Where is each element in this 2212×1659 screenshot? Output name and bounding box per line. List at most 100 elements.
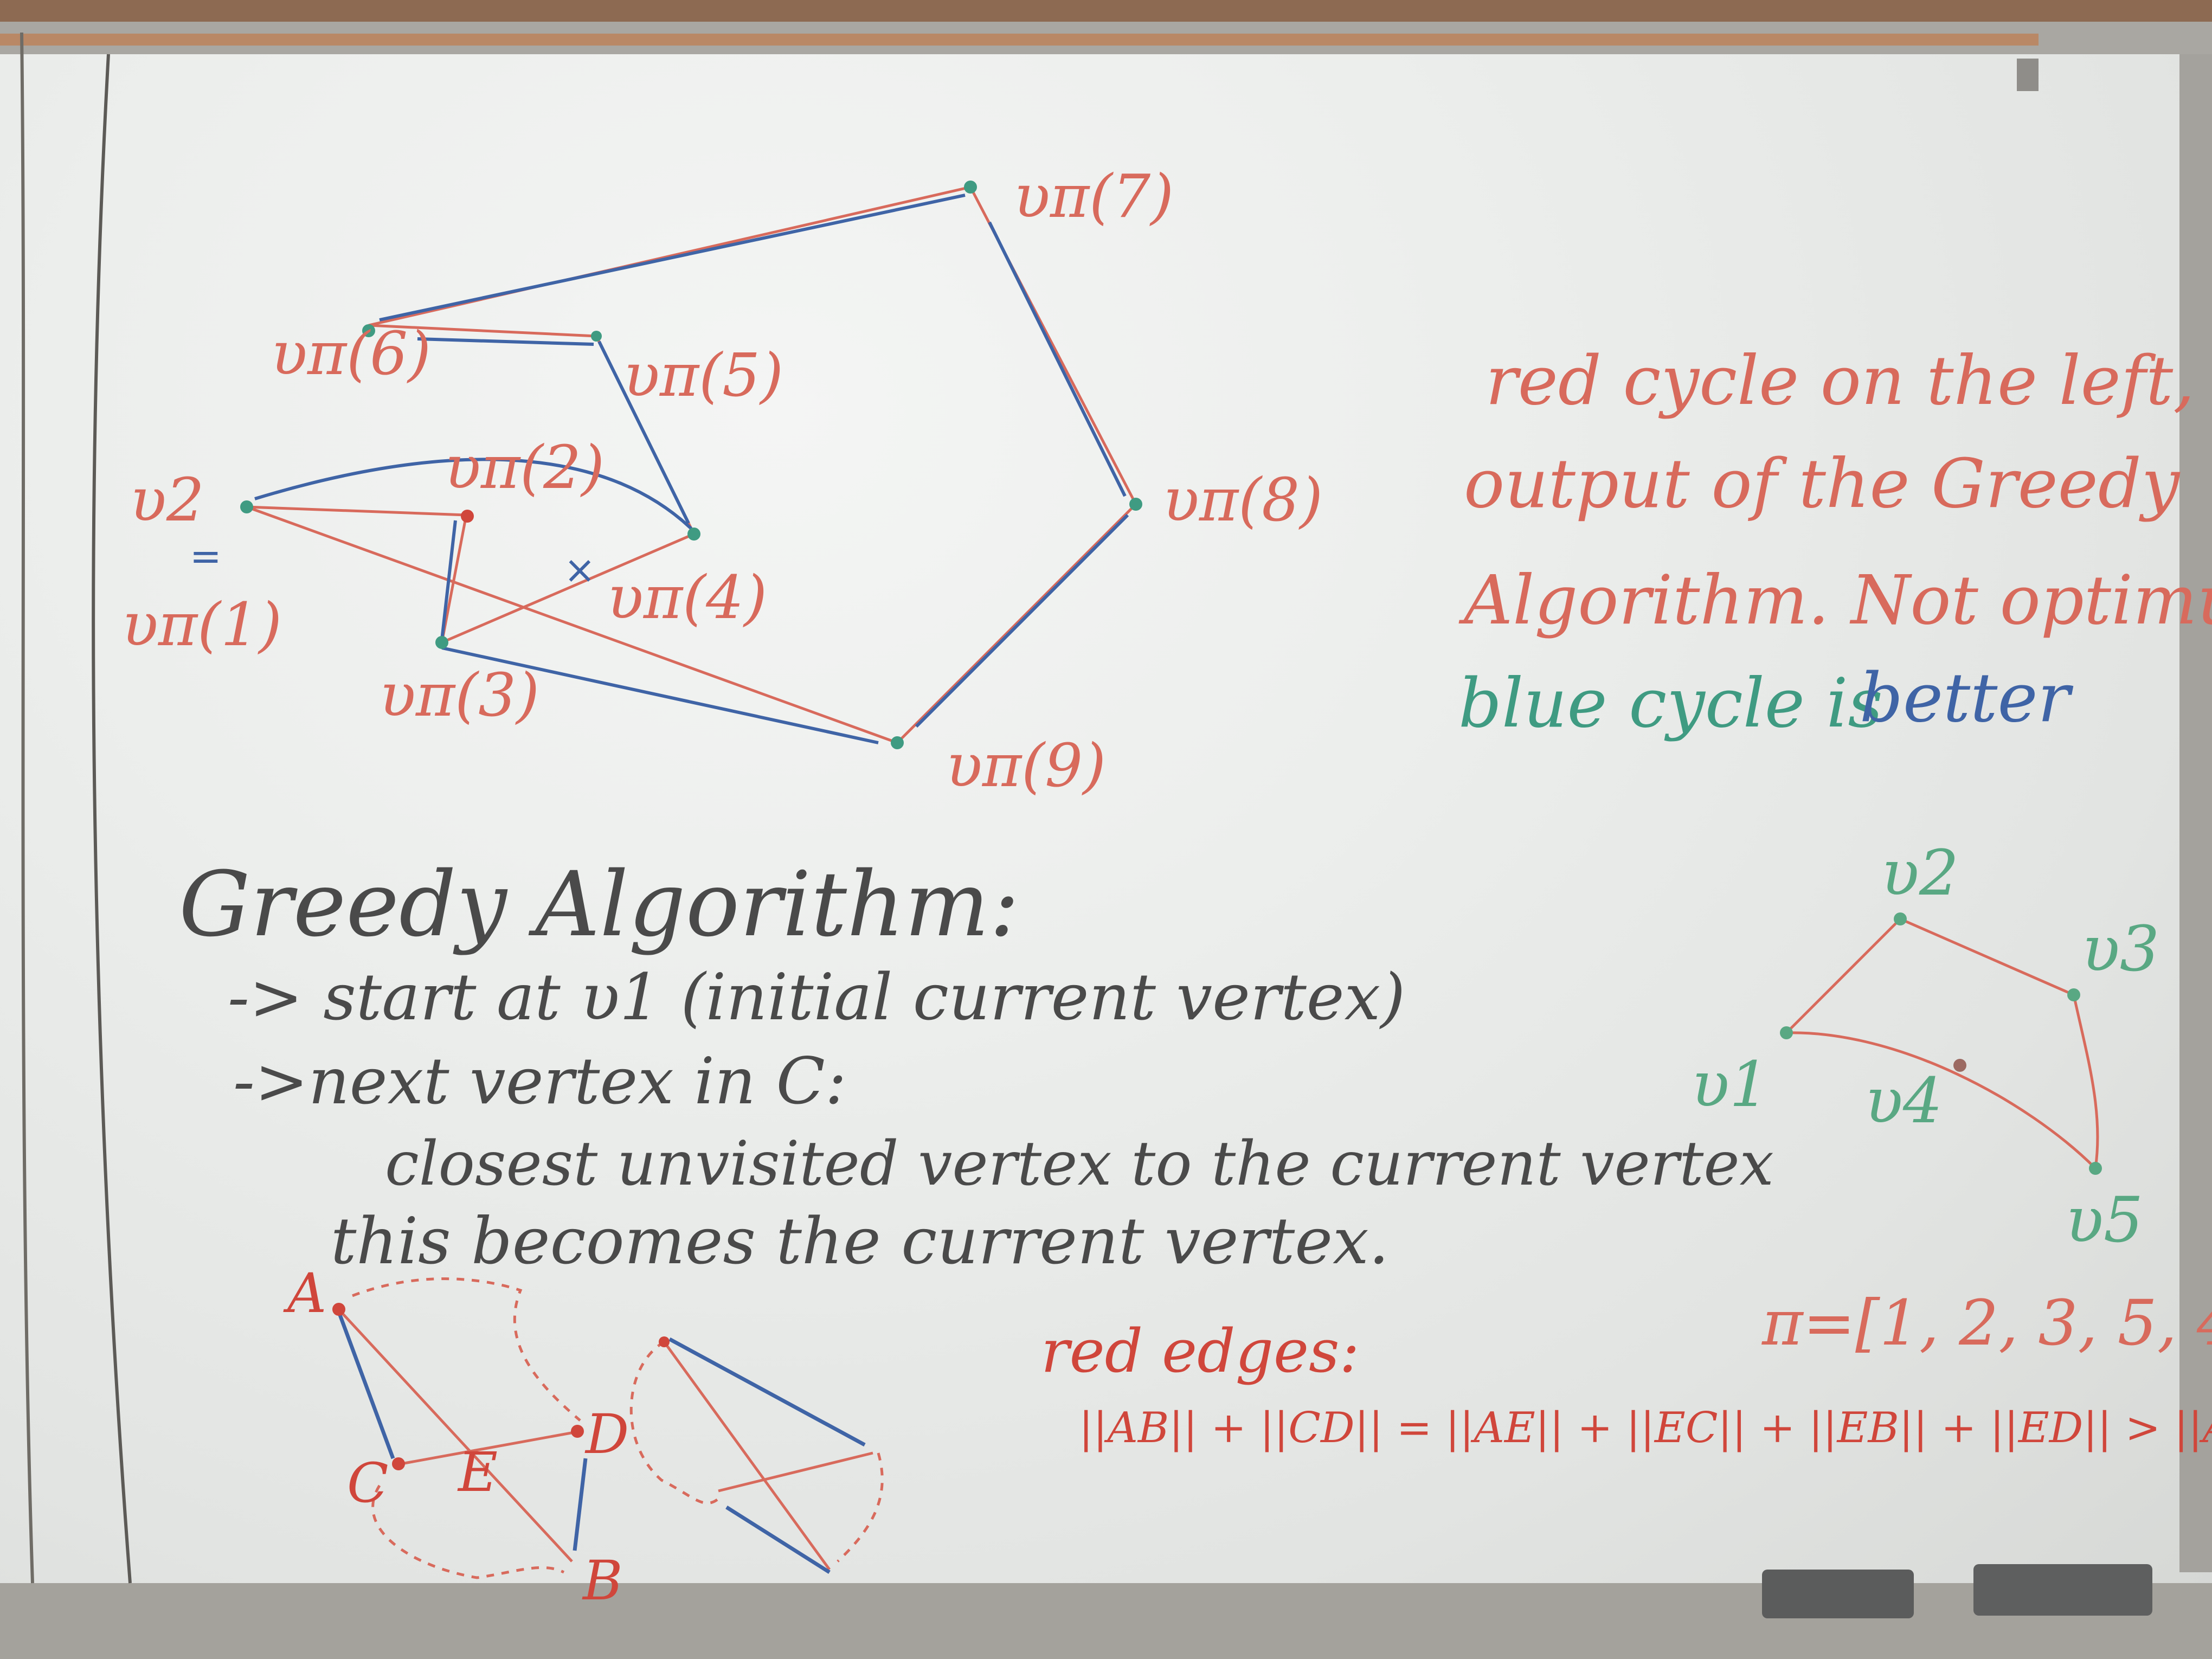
- bottom-diagram-labels: A C E D B: [283, 1262, 629, 1612]
- small-label-v5: υ5: [2066, 1184, 2143, 1257]
- note-red-line3: Algorithm. Not optimum.: [1458, 561, 2212, 640]
- right-frame: [2179, 54, 2212, 1572]
- label-pi9: υπ(9): [946, 731, 1106, 800]
- greedy-step1: -> start at υ1 (initial current vertex): [228, 960, 1405, 1034]
- small-graph-edges: [1785, 917, 2099, 1169]
- edge-CD: [401, 1430, 581, 1465]
- small-vertex-v4: [1953, 1059, 1966, 1072]
- note-blue-part2: better: [1860, 659, 2073, 737]
- greedy-step3: closest unvisited vertex to the current …: [385, 1129, 1774, 1199]
- equals-mark: =: [190, 534, 222, 578]
- blue-edge: [988, 221, 1127, 497]
- edge-AC: [337, 1311, 395, 1459]
- label-pi2: υπ(2): [445, 433, 605, 502]
- red-cycle: [246, 185, 1137, 744]
- small-edge: [2072, 994, 2099, 1169]
- edge-right-diag: [663, 1341, 831, 1571]
- edge-BD: [573, 1458, 588, 1551]
- greedy-title: Greedy Algorithm:: [179, 852, 1019, 956]
- label-pi1: υπ(1): [122, 590, 282, 659]
- label-E: E: [457, 1441, 498, 1504]
- small-edge: [1785, 918, 1901, 1034]
- small-vertex-v3: [2067, 988, 2080, 1001]
- right-notes: red cycle on the left, output of the Gre…: [1458, 342, 2212, 743]
- edge-AB: [335, 1306, 573, 1562]
- vertex-pi7: [964, 181, 977, 194]
- vertex-pi3: [435, 636, 448, 649]
- top-wall-strip: [0, 0, 2212, 22]
- label-pi8: υπ(8): [1163, 465, 1323, 535]
- vertex-pi6: [362, 324, 375, 337]
- label-A: A: [283, 1262, 326, 1325]
- label-B: B: [582, 1549, 623, 1612]
- small-label-v2: υ2: [1881, 837, 1959, 910]
- dashed-path-right-left: [629, 1340, 722, 1504]
- small-label-v4: υ4: [1865, 1065, 1943, 1137]
- label-pi4: υπ(4): [607, 563, 767, 632]
- vertex-pi9: [891, 736, 904, 749]
- red-edge: [246, 505, 898, 744]
- small-edge: [1786, 1031, 2097, 1169]
- vertex-A: [332, 1303, 345, 1316]
- small-label-v1: υ1: [1692, 1049, 1769, 1121]
- edge-right-cross: [718, 1451, 873, 1493]
- cross-mark: ×: [564, 548, 596, 592]
- vertex-C: [392, 1457, 405, 1470]
- blue-edge: [440, 520, 457, 640]
- small-label-v3: υ3: [2082, 913, 2159, 986]
- edge-right-blue-top: [668, 1337, 866, 1447]
- blue-edge: [597, 340, 690, 524]
- vertex-pi4: [687, 528, 700, 541]
- small-graph-labels: υ1 υ2 υ3 υ4 υ5: [1692, 837, 2159, 1257]
- note-blue-part1: blue cycle is: [1458, 664, 1883, 743]
- vertex-pi2: [461, 510, 474, 523]
- left-border-line: [20, 32, 34, 1584]
- edge-right-blue-bottom: [725, 1506, 831, 1574]
- vertex-pi8: [1129, 498, 1142, 511]
- label-C: C: [347, 1451, 389, 1515]
- label-pi6: υπ(6): [271, 319, 431, 388]
- red-edges-formula: ||AB|| + ||CD|| = ||AE|| + ||EC|| + ||EB…: [1079, 1404, 2212, 1452]
- note-red-line1: red cycle on the left,: [1486, 342, 2195, 420]
- greedy-step2: ->next vertex in C:: [233, 1044, 847, 1118]
- small-vertex-v1: [1780, 1026, 1793, 1039]
- label-D: D: [584, 1403, 629, 1466]
- dashed-path-right-right: [837, 1452, 884, 1562]
- blue-edge: [915, 513, 1129, 728]
- red-edge: [896, 503, 1137, 744]
- blue-edge: [417, 337, 594, 346]
- label-pi5: υπ(5): [623, 340, 783, 410]
- rail-clip: [2017, 59, 2039, 91]
- red-edge: [440, 515, 468, 643]
- blue-edge: [254, 458, 693, 530]
- greedy-algorithm: Greedy Algorithm: -> start at υ1 (initia…: [179, 852, 1774, 1278]
- small-graph-vertices: [1780, 912, 2102, 1175]
- top-graph-vertices: [240, 181, 1142, 749]
- vertex-pi5: [591, 331, 602, 342]
- pi-permutation: π=[1, 2, 3, 5, 4]: [1761, 1287, 2212, 1360]
- vertex-v2: [240, 500, 253, 513]
- top-graph-labels: υπ(7) υπ(6) υπ(5) υπ(2) υπ(4) υπ(8) υ2 υ…: [122, 162, 1323, 800]
- dashed-path-CB: [371, 1484, 565, 1579]
- small-vertex-v2: [1894, 912, 1907, 925]
- eraser-right: [1973, 1564, 2152, 1616]
- vertex-right-top: [659, 1336, 670, 1347]
- label-pi3: υπ(3): [380, 660, 539, 730]
- blue-cycle: [254, 194, 1129, 744]
- bottom-diagram: [335, 1277, 884, 1579]
- map-rail: [0, 34, 2039, 46]
- small-edge: [1899, 917, 2075, 996]
- left-margin-line: [92, 54, 132, 1584]
- small-vertex-v5: [2089, 1162, 2102, 1175]
- note-red-line2: output of the Greedy: [1464, 445, 2181, 523]
- dashed-path-AD: [352, 1277, 581, 1422]
- bottom-diagram-vertices: [332, 1303, 670, 1470]
- vertex-D: [571, 1425, 584, 1438]
- eraser-left: [1762, 1570, 1914, 1618]
- blue-edge: [441, 646, 879, 744]
- red-edge: [246, 505, 467, 517]
- red-edge: [441, 532, 695, 644]
